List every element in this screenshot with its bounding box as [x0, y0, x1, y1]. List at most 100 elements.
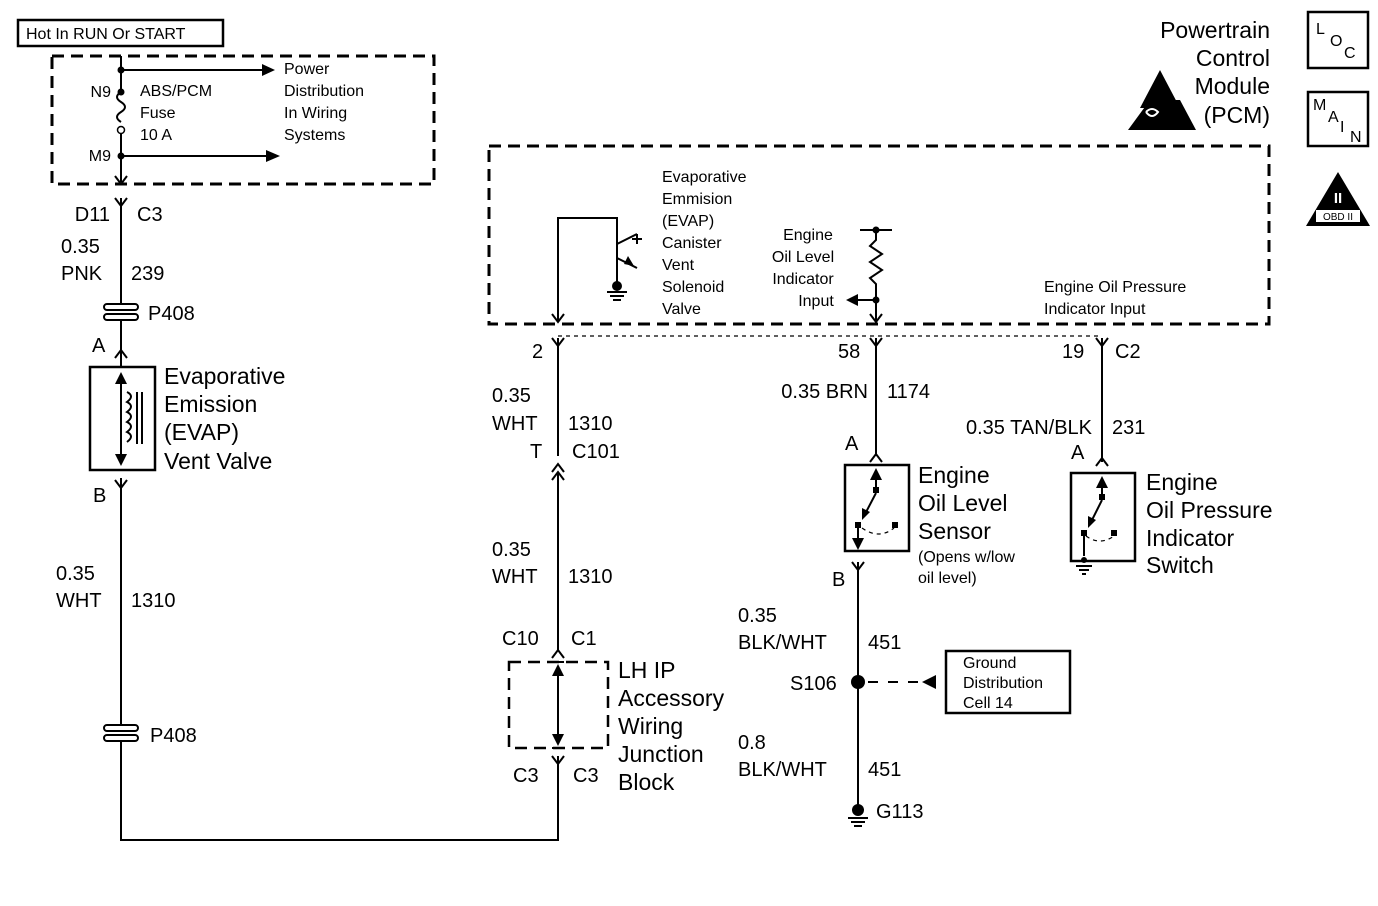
svg-text:C3: C3 [573, 765, 599, 787]
svg-text:C3: C3 [137, 204, 163, 226]
svg-text:451: 451 [868, 632, 901, 654]
svg-text:BLK/WHT: BLK/WHT [738, 759, 827, 781]
oil-pressure-circuit: 19 C2 0.35 TAN/BLK 231 A Engine Oil Pres… [966, 337, 1273, 578]
svg-text:C2: C2 [1115, 341, 1141, 363]
svg-text:A: A [1328, 109, 1339, 126]
svg-text:451: 451 [868, 759, 901, 781]
svg-text:Wiring: Wiring [618, 713, 683, 739]
svg-text:T: T [530, 441, 542, 463]
svg-text:Input: Input [798, 293, 834, 310]
svg-text:Engine: Engine [783, 227, 833, 244]
svg-text:O: O [1330, 33, 1342, 50]
svg-text:Switch: Switch [1146, 552, 1214, 578]
svg-text:Distribution: Distribution [963, 675, 1043, 692]
svg-text:0.35: 0.35 [738, 605, 777, 627]
pin-m9: M9 [89, 148, 111, 165]
ground-distribution-ref: Ground Distribution Cell 14 [944, 649, 1072, 715]
svg-text:WHT: WHT [492, 413, 538, 435]
svg-text:S106: S106 [790, 673, 837, 695]
svg-text:II: II [1334, 190, 1342, 207]
svg-text:Oil Level: Oil Level [918, 490, 1007, 516]
svg-text:C: C [1344, 45, 1356, 62]
middle-circuit: 2 0.35 WHT 1310 T C101 0.35 WHT 1310 C10… [492, 337, 725, 795]
svg-text:D11: D11 [75, 204, 110, 226]
svg-text:oil level): oil level) [918, 570, 977, 587]
svg-text:B: B [93, 485, 106, 507]
svg-text:10 A: 10 A [140, 127, 172, 144]
svg-text:A: A [845, 433, 859, 455]
oil-level-sensor [843, 463, 911, 553]
svg-text:Powertrain: Powertrain [1160, 17, 1270, 43]
svg-text:0.35: 0.35 [492, 385, 531, 407]
main-badge: M A I N [1306, 90, 1370, 148]
svg-text:Ground: Ground [963, 655, 1016, 672]
svg-text:231: 231 [1112, 417, 1145, 439]
svg-text:0.8: 0.8 [738, 732, 766, 754]
svg-text:I: I [1340, 119, 1344, 136]
svg-text:Indicator: Indicator [772, 271, 834, 288]
ground-g113-icon [848, 804, 868, 827]
svg-text:Fuse: Fuse [140, 105, 176, 122]
obd-ii-badge: II OBD II [1306, 172, 1370, 226]
svg-text:Engine Oil Pressure: Engine Oil Pressure [1044, 279, 1186, 296]
oil-pressure-switch [1069, 471, 1137, 575]
svg-text:1174: 1174 [887, 381, 930, 403]
svg-text:WHT: WHT [56, 590, 102, 612]
svg-text:Accessory: Accessory [618, 685, 725, 711]
svg-text:0.35 TAN/BLK: 0.35 TAN/BLK [966, 417, 1093, 439]
svg-text:Control: Control [1196, 45, 1270, 71]
svg-text:1310: 1310 [568, 566, 613, 588]
svg-text:Oil Level: Oil Level [772, 249, 834, 266]
svg-text:N: N [1350, 129, 1362, 146]
svg-text:A: A [1071, 442, 1085, 464]
svg-text:0.35: 0.35 [56, 563, 95, 585]
svg-text:Engine: Engine [1146, 469, 1218, 495]
svg-text:Module: Module [1195, 73, 1270, 99]
svg-text:P408: P408 [150, 725, 197, 747]
svg-text:Emmision: Emmision [662, 191, 732, 208]
svg-text:Evaporative: Evaporative [164, 363, 285, 389]
left-circuit: D11 C3 0.35 PNK 239 P408 A Evaporative E… [56, 197, 559, 841]
loc-badge: L O C [1306, 10, 1370, 70]
svg-text:G113: G113 [876, 801, 923, 823]
svg-text:Sensor: Sensor [918, 518, 991, 544]
svg-text:P408: P408 [148, 303, 195, 325]
svg-text:1310: 1310 [568, 413, 613, 435]
pcm-box: Evaporative Emmision (EVAP) Canister Ven… [487, 144, 1271, 326]
fuse-block: N9 M9 ABS/PCM Fuse 10 A Power Distributi… [50, 54, 436, 186]
oil-level-circuit: 58 0.35 BRN 1174 A Engine Oil Level Sens… [738, 337, 1072, 827]
svg-text:Emission: Emission [164, 391, 257, 417]
svg-text:PNK: PNK [61, 263, 103, 285]
lh-ip-junction-block [507, 648, 610, 766]
svg-text:19: 19 [1062, 341, 1084, 363]
svg-text:C1: C1 [571, 628, 597, 650]
svg-text:Valve: Valve [662, 301, 701, 318]
svg-text:239: 239 [131, 263, 164, 285]
svg-text:58: 58 [838, 341, 860, 363]
svg-text:OBD II: OBD II [1323, 212, 1353, 223]
pin-n9: N9 [91, 84, 112, 101]
svg-text:L: L [1316, 21, 1325, 38]
svg-text:M: M [1313, 97, 1326, 114]
svg-text:Systems: Systems [284, 127, 345, 144]
splice-pack-icon-2 [103, 724, 139, 742]
svg-text:(PCM): (PCM) [1204, 102, 1270, 128]
esd-warning-icon [1128, 70, 1196, 130]
svg-text:0.35: 0.35 [61, 236, 100, 258]
svg-text:1310: 1310 [131, 590, 176, 612]
svg-text:Engine: Engine [918, 462, 990, 488]
svg-text:0.35: 0.35 [492, 539, 531, 561]
svg-text:C101: C101 [572, 441, 620, 463]
svg-text:Indicator: Indicator [1146, 525, 1235, 551]
svg-text:Indicator Input: Indicator Input [1044, 301, 1146, 318]
svg-text:LH IP: LH IP [618, 657, 676, 683]
svg-text:(Opens w/low: (Opens w/low [918, 549, 1015, 566]
fuse-icon [116, 91, 126, 123]
svg-text:In Wiring: In Wiring [284, 105, 347, 122]
svg-text:C3: C3 [513, 765, 539, 787]
svg-text:(EVAP): (EVAP) [164, 419, 239, 445]
splice-pack-icon [103, 303, 139, 321]
svg-text:Distribution: Distribution [284, 83, 364, 100]
svg-text:C10: C10 [502, 628, 539, 650]
